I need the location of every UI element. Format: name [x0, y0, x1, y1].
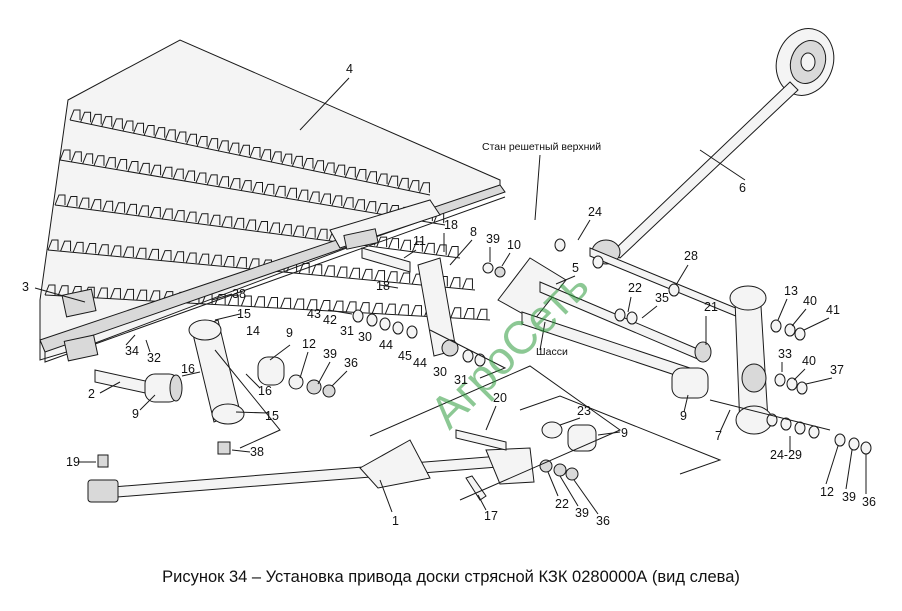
part-label-p43: 43	[307, 307, 321, 321]
part-label-p22b: 22	[555, 497, 569, 511]
part-label-p36b: 36	[596, 514, 610, 528]
figure-caption: Рисунок 34 – Установка привода доски стр…	[162, 568, 740, 586]
part-label-p39b: 39	[486, 232, 500, 246]
frame-lines	[214, 329, 831, 501]
part-label-p2429: 24-29	[770, 448, 802, 462]
part-label-p44b: 44	[413, 356, 427, 370]
part-label-p9c: 9	[680, 409, 687, 423]
part-label-p16b: 16	[258, 384, 272, 398]
part-label-p30a: 30	[358, 330, 372, 344]
part-label-p11: 11	[413, 234, 426, 248]
part-label-p19: 19	[66, 455, 80, 469]
crank-arm	[591, 28, 835, 265]
part-label-p7: 7	[715, 429, 722, 443]
left-connecting-rod	[188, 319, 245, 455]
part-label-p2: 2	[88, 387, 95, 401]
part-label-p42: 42	[323, 313, 337, 327]
right-connecting-rod	[729, 285, 773, 435]
part-label-p38a: 38	[232, 287, 246, 301]
part-label-p15b: 15	[265, 409, 279, 423]
part-label-p9b: 9	[286, 326, 293, 340]
part-label-p8: 8	[470, 225, 477, 239]
part-label-p40b: 40	[802, 354, 816, 368]
part-label-p35: 35	[655, 291, 669, 305]
part-label-p44a: 44	[379, 338, 393, 352]
part-label-p9a: 9	[132, 407, 139, 421]
part-label-p30b: 30	[433, 365, 447, 379]
part-label-p32: 32	[147, 351, 161, 365]
part-label-p21: 21	[704, 300, 718, 314]
part-label-p20: 20	[493, 391, 507, 405]
part-label-p41: 41	[826, 303, 840, 317]
part-label-p36c: 36	[862, 495, 876, 509]
part-label-p18b: 18	[376, 279, 390, 293]
part-label-p24a: 24	[588, 205, 602, 219]
part-label-p4: 4	[346, 62, 353, 76]
part-label-p38b: 38	[250, 445, 264, 459]
part-label-p1: 1	[392, 514, 399, 528]
part-label-p39a: 39	[323, 347, 337, 361]
part-label-p23: 23	[577, 404, 591, 418]
part-label-p40a: 40	[803, 294, 817, 308]
part-label-p12b: 12	[820, 485, 834, 499]
part-label-p39c: 39	[575, 506, 589, 520]
exploded-view-drawing: Стан решетный верхний Шасси АгроСеть 463…	[22, 28, 876, 528]
part-label-p45: 45	[398, 349, 412, 363]
part-label-p13: 13	[784, 284, 798, 298]
lower-link	[87, 421, 597, 503]
part-label-p39d: 39	[842, 490, 856, 504]
part-label-p15a: 15	[237, 307, 251, 321]
left-shaft-assembly	[94, 356, 336, 403]
part-label-p31b: 31	[454, 373, 468, 387]
part-label-p28: 28	[684, 249, 698, 263]
part-label-p31a: 31	[340, 324, 354, 338]
part-label-p10: 10	[507, 238, 521, 252]
part-label-p14: 14	[246, 324, 260, 338]
right-washer-stack	[554, 238, 872, 455]
note-chassis: Шасси	[536, 346, 568, 358]
part-label-p16a: 16	[181, 362, 195, 376]
part-label-p36a: 36	[344, 356, 358, 370]
part-label-p37: 37	[830, 363, 844, 377]
part-label-p3: 3	[22, 280, 29, 294]
part-label-p18a: 18	[444, 218, 458, 232]
leader-lines	[34, 77, 867, 515]
part-label-p34: 34	[125, 344, 139, 358]
part-label-p5: 5	[572, 261, 579, 275]
part-label-p22a: 22	[628, 281, 642, 295]
part-label-p9d: 9	[621, 426, 628, 440]
part-label-p12a: 12	[302, 337, 316, 351]
washer-row	[327, 309, 486, 367]
part-label-p6: 6	[739, 181, 746, 195]
part-label-p33: 33	[778, 347, 792, 361]
note-upper-sieve-frame: Стан решетный верхний	[482, 141, 601, 153]
part-label-p17: 17	[484, 509, 498, 523]
